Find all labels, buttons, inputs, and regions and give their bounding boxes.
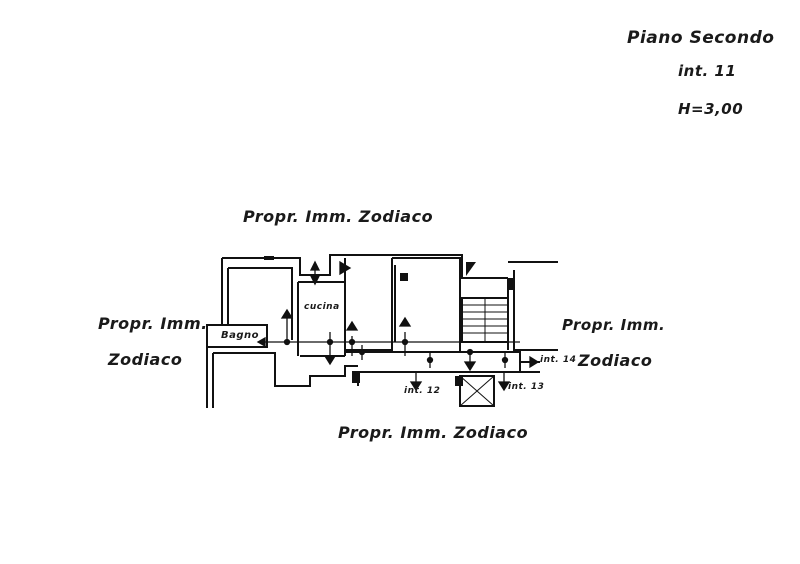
unit13-label: int. 13: [508, 382, 545, 392]
wall-blocks: [264, 256, 514, 386]
height-label: H=3,00: [678, 100, 744, 118]
utility-lines: [256, 260, 540, 392]
neighbor-right-label-2: Zodiaco: [578, 351, 653, 370]
unit12-label: int. 12: [404, 386, 441, 396]
room-bathroom-label: Bagno: [221, 330, 260, 341]
neighbor-left-label-2: Zodiaco: [108, 350, 183, 369]
floor-label: Piano Secondo: [627, 28, 775, 48]
neighbor-right-label-1: Propr. Imm.: [562, 316, 666, 334]
neighbor-left-label-1: Propr. Imm.: [98, 314, 208, 333]
neighbor-bottom-label: Propr. Imm. Zodiaco: [338, 423, 529, 442]
room-kitchen-label: cucina: [304, 302, 340, 312]
unit14-label: int. 14: [540, 355, 577, 365]
walls: [206, 254, 558, 408]
neighbor-top-label: Propr. Imm. Zodiaco: [243, 207, 434, 226]
unit-label: int. 11: [678, 62, 737, 80]
